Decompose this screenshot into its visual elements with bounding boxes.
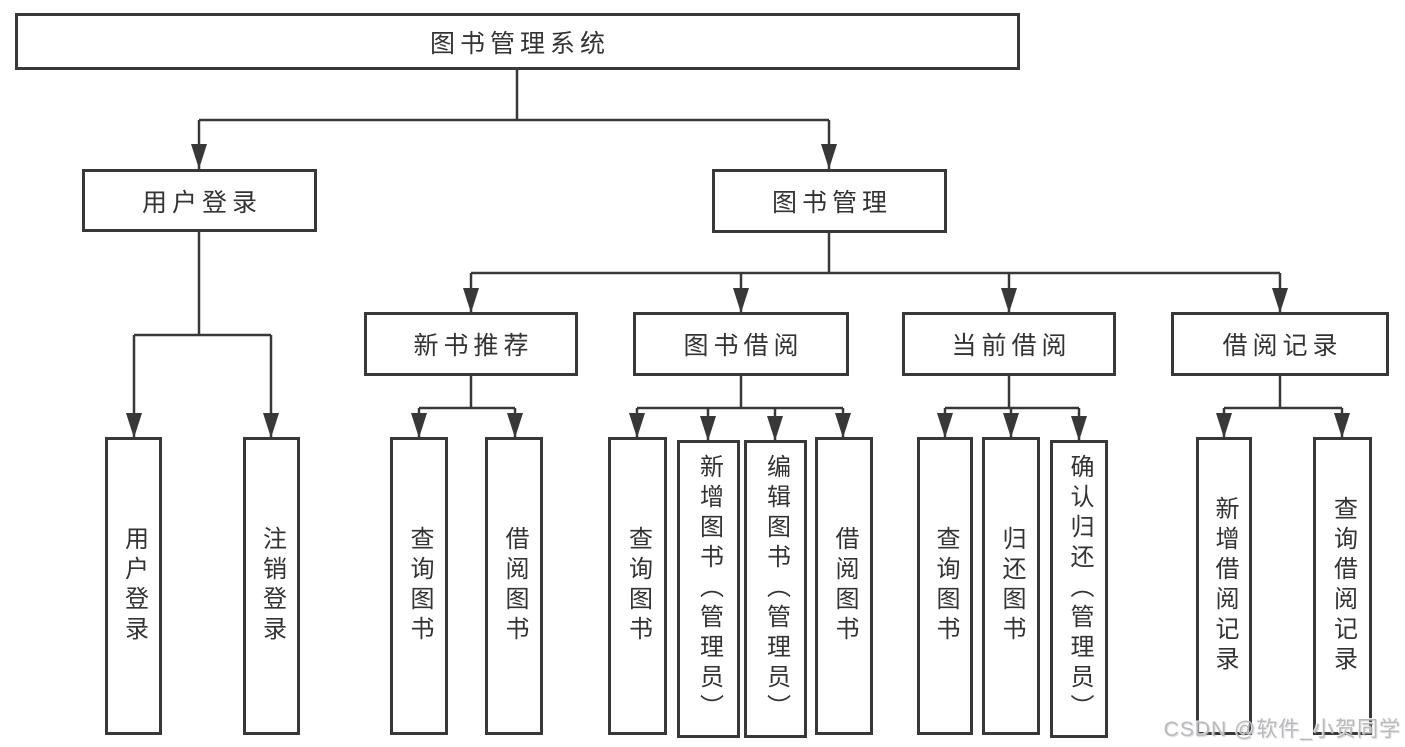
leaf-borrow-add-admin: 新增图书（管理员）	[677, 440, 740, 738]
node-root: 图书管理系统	[15, 13, 1020, 70]
leaf-current-return-label: 归还图书	[998, 526, 1025, 646]
csdn-watermark: CSDN @软件_小贺同学	[1163, 718, 1401, 741]
leaf-user-login: 用户登录	[105, 437, 162, 735]
node-current-borrowing: 当前借阅	[902, 312, 1116, 376]
node-borrowing-records: 借阅记录	[1171, 312, 1389, 376]
leaf-user-login-label: 用户登录	[120, 526, 148, 646]
leaf-current-return: 归还图书	[982, 437, 1040, 735]
leaf-borrow-edit-admin-label: 编辑图书（管理员）	[762, 454, 790, 724]
node-new-book-recommend: 新书推荐	[364, 312, 578, 376]
leaf-borrow-add-admin-label: 新增图书（管理员）	[695, 454, 723, 724]
leaf-logout-label: 注销登录	[258, 526, 286, 646]
leaf-borrow-query: 查询图书	[608, 437, 667, 735]
node-user-login: 用户登录	[82, 169, 317, 232]
leaf-current-confirm-admin: 确认归还（管理员）	[1050, 440, 1108, 738]
leaf-logout: 注销登录	[243, 437, 300, 735]
leaf-current-query-label: 查询图书	[932, 526, 959, 646]
leaf-newbook-query: 查询图书	[390, 437, 448, 735]
leaf-newbook-query-label: 查询图书	[406, 526, 433, 646]
leaf-records-query: 查询借阅记录	[1313, 437, 1372, 735]
arrow-connectors	[126, 120, 1350, 441]
leaf-borrow-borrow: 借阅图书	[815, 437, 873, 735]
node-book-management: 图书管理	[712, 169, 947, 233]
leaf-borrow-edit-admin: 编辑图书（管理员）	[744, 440, 807, 738]
leaf-borrow-borrow-label: 借阅图书	[831, 526, 858, 646]
leaf-records-add-label: 新增借阅记录	[1211, 496, 1238, 676]
leaf-records-add: 新增借阅记录	[1196, 437, 1252, 735]
leaf-records-query-label: 查询借阅记录	[1329, 496, 1357, 676]
leaf-newbook-borrow-label: 借阅图书	[501, 526, 528, 646]
leaf-borrow-query-label: 查询图书	[624, 526, 652, 646]
leaf-current-query: 查询图书	[917, 437, 973, 735]
tree-branch-lines	[134, 70, 1342, 410]
leaf-current-confirm-admin-label: 确认归还（管理员）	[1066, 454, 1093, 724]
leaf-newbook-borrow: 借阅图书	[485, 437, 543, 735]
node-book-borrowing: 图书借阅	[633, 312, 849, 376]
